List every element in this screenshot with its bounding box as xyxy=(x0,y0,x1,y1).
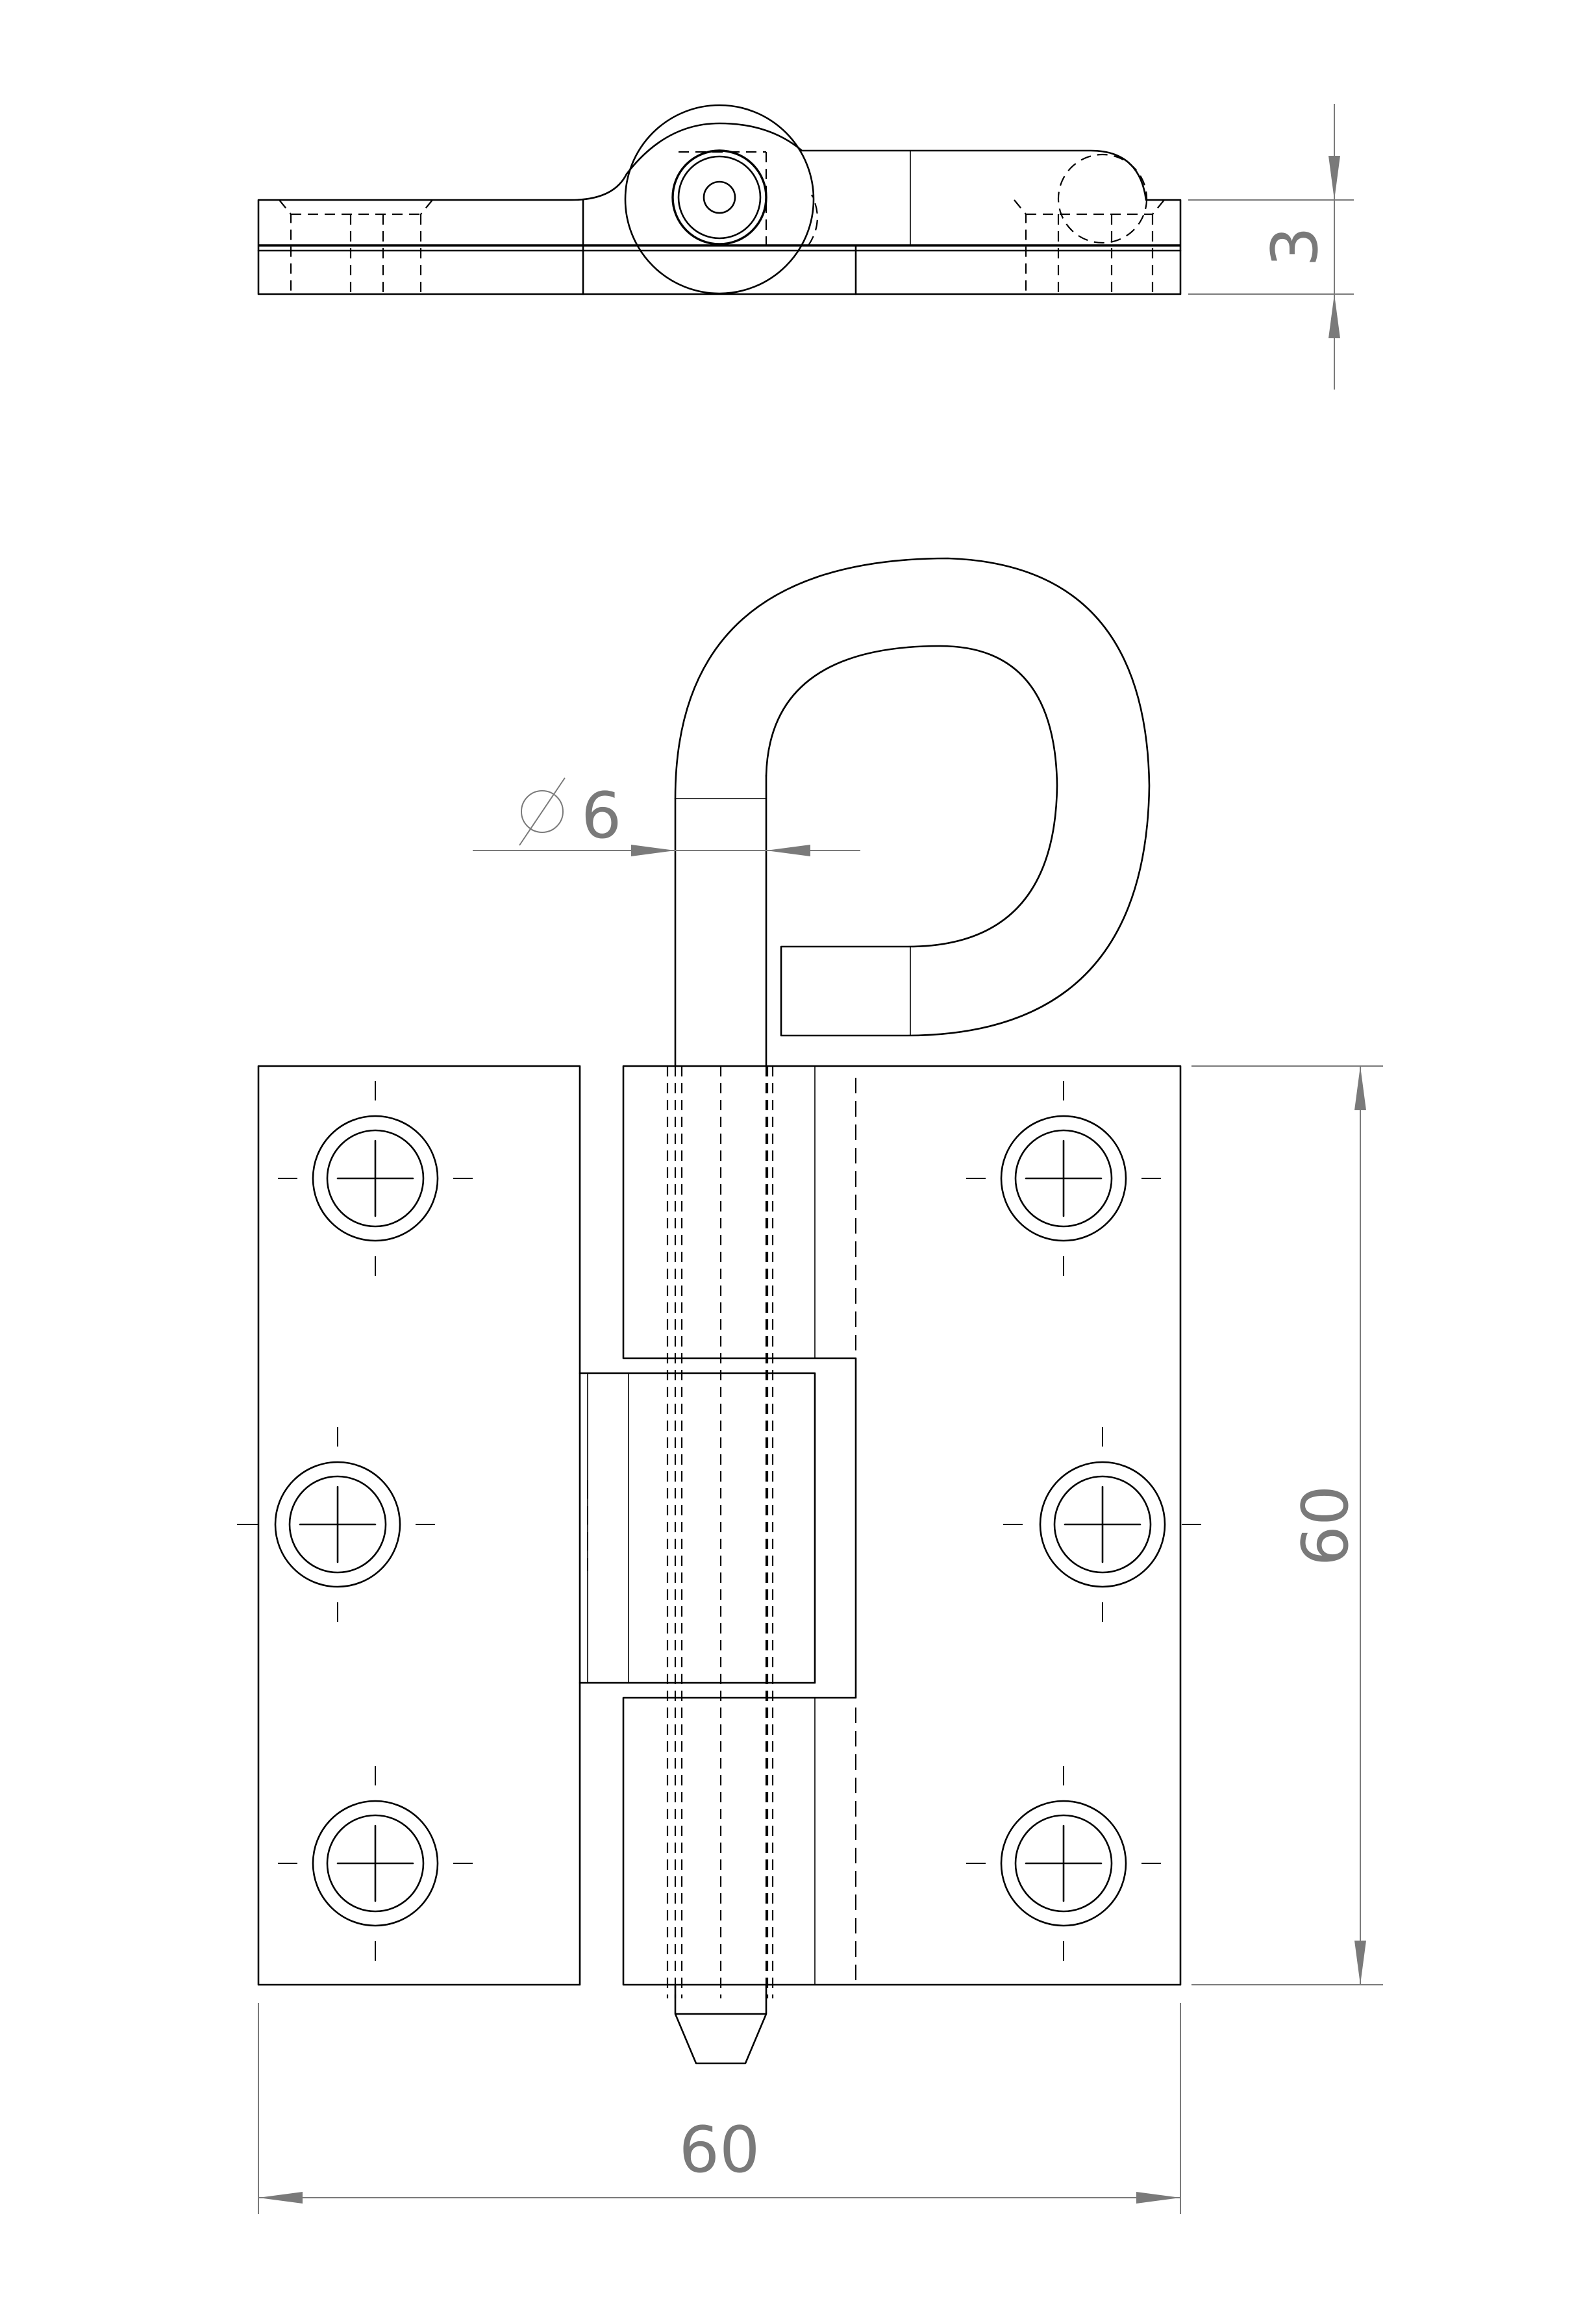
dimension-thickness-label: 3 xyxy=(1258,227,1332,267)
arrowhead xyxy=(1354,1941,1366,1985)
pin-head-hole xyxy=(703,180,736,214)
arrowhead xyxy=(766,845,810,856)
pin-head-outer xyxy=(671,149,767,245)
screw-hole-outer xyxy=(274,1461,401,1588)
screw-hole-top-left xyxy=(278,1081,473,1276)
screw-cross xyxy=(1025,1824,1103,1902)
dimension-pin-diameter-label: 6 xyxy=(581,779,621,853)
center-marks xyxy=(966,1766,1161,1961)
arrowhead xyxy=(1136,2192,1180,2204)
arrowhead xyxy=(1354,1066,1366,1110)
screw-hole-outer xyxy=(312,1115,439,1242)
thickness-dimension: 3 xyxy=(1188,104,1354,390)
arrowhead xyxy=(631,845,675,856)
left-knuckle xyxy=(579,1372,816,1684)
screw-hole-outer xyxy=(1000,1800,1127,1927)
screw-cross xyxy=(1064,1485,1141,1563)
screw-cross xyxy=(1025,1139,1103,1217)
screw-hole-top-right xyxy=(966,1081,1161,1276)
screw-cross xyxy=(336,1139,414,1217)
arrowhead xyxy=(258,2192,303,2204)
top-view xyxy=(257,104,1182,295)
screw-hole-outer xyxy=(312,1800,439,1927)
center-marks xyxy=(278,1766,473,1961)
center-marks xyxy=(1003,1427,1201,1622)
arrowhead xyxy=(1328,156,1340,200)
pin-hidden xyxy=(666,1066,774,1998)
front-view xyxy=(237,557,1201,2065)
dimension-height-label: 60 xyxy=(1289,1485,1363,1567)
screw-hole-outer xyxy=(1000,1115,1127,1242)
dimension-width-label: 60 xyxy=(679,2113,760,2187)
screw-hole-inner xyxy=(326,1814,425,1913)
left-leaf xyxy=(257,1065,581,1986)
screw-cross xyxy=(336,1824,414,1902)
screw-hole-outer xyxy=(1039,1461,1166,1588)
pin-hidden-lines xyxy=(675,151,818,247)
pin-tip xyxy=(674,1983,767,2065)
arrowhead xyxy=(1328,294,1340,338)
right-leaf xyxy=(622,1065,1182,1986)
screw-hole-inner xyxy=(1014,1814,1113,1913)
screw-hole-inner xyxy=(326,1129,425,1228)
screw-cross xyxy=(299,1485,377,1563)
hook-outer xyxy=(674,557,1151,1037)
screw-hole-inner xyxy=(1053,1475,1152,1574)
top-view-plate-outline xyxy=(257,122,1182,295)
screw-hole-inner xyxy=(1014,1129,1113,1228)
pin-diameter-dimension: 6 xyxy=(473,777,860,856)
pin-hidden xyxy=(674,1066,767,1998)
center-marks xyxy=(966,1081,1161,1276)
screw-hole-inner xyxy=(288,1475,387,1574)
height-dimension: 60 xyxy=(1191,1065,1383,1985)
countersink-left xyxy=(279,199,433,294)
countersink-right xyxy=(1014,199,1165,294)
width-dimension: 60 xyxy=(258,2003,1181,2214)
pin-head-inner xyxy=(677,155,762,240)
screw-hole-bottom-left xyxy=(278,1766,473,1961)
center-marks xyxy=(278,1081,473,1276)
diameter-symbol-icon xyxy=(519,777,566,846)
screw-hole-bottom-right xyxy=(966,1766,1161,1961)
hook-end-hidden-circle xyxy=(1057,153,1148,244)
knuckle-circle xyxy=(624,104,815,295)
center-marks xyxy=(237,1427,435,1622)
screw-hole-middle-right xyxy=(1003,1427,1201,1622)
screw-hole-middle-left xyxy=(237,1427,435,1622)
